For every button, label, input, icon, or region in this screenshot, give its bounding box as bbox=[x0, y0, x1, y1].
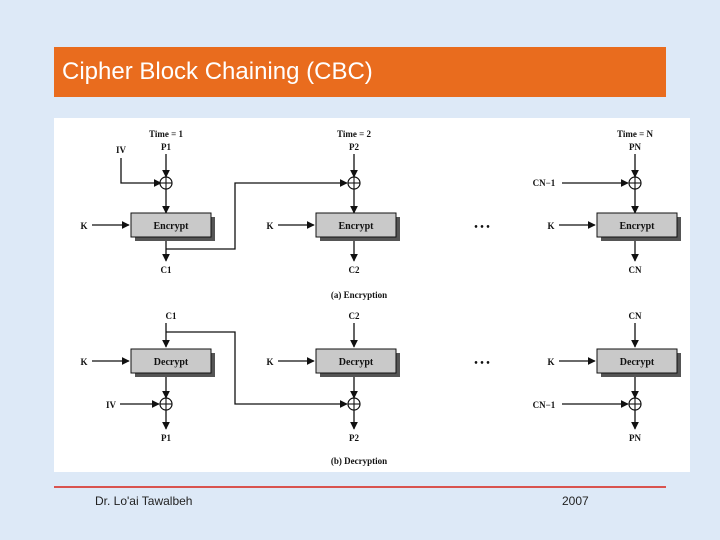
slide-title: Cipher Block Chaining (CBC) bbox=[62, 58, 373, 85]
dec-xor-1 bbox=[159, 397, 173, 411]
decrypt-label-2: Decrypt bbox=[339, 357, 374, 368]
enc-ellipsis: • • • bbox=[474, 222, 490, 233]
enc-chain-feedback bbox=[166, 179, 348, 250]
dec-key-label-1: K bbox=[80, 357, 87, 367]
decrypt-block-2 bbox=[315, 348, 397, 374]
footer-divider bbox=[54, 486, 666, 488]
enc-key-label-2: K bbox=[266, 221, 273, 231]
enc-key-label-n: K bbox=[547, 221, 554, 231]
dec-chain-feedback bbox=[166, 331, 348, 408]
enc-ciphertext-2: C2 bbox=[349, 265, 360, 275]
encrypt-label-2: Encrypt bbox=[339, 221, 375, 232]
dec-ciphertext-1: C1 bbox=[166, 311, 177, 321]
decrypt-block-n bbox=[596, 348, 678, 374]
dec-plaintext-n: PN bbox=[629, 433, 641, 443]
dec-key-label-n: K bbox=[547, 357, 554, 367]
enc-plaintext-n: PN bbox=[629, 142, 641, 152]
footer-year: 2007 bbox=[562, 494, 589, 508]
decrypt-label-1: Decrypt bbox=[154, 357, 189, 368]
caption-encryption: (a) Encryption bbox=[331, 290, 387, 300]
encrypt-block-2 bbox=[315, 212, 397, 238]
dec-prev-cipher-label: CN−1 bbox=[533, 400, 556, 410]
dec-ciphertext-2: C2 bbox=[349, 311, 360, 321]
enc-key-label-1: K bbox=[80, 221, 87, 231]
encrypt-block-n bbox=[596, 212, 678, 238]
slide-title-bar: Cipher Block Chaining (CBC) bbox=[54, 47, 666, 97]
time-label-n: Time = N bbox=[617, 129, 653, 139]
cbc-diagram: Time = 1 Time = 2 Time = N P1 P2 PN IV bbox=[54, 118, 690, 472]
encrypt-block-1 bbox=[130, 212, 212, 238]
dec-ciphertext-n: CN bbox=[629, 311, 642, 321]
enc-xor-2 bbox=[347, 176, 361, 190]
dec-plaintext-2: P2 bbox=[349, 433, 359, 443]
encrypt-label-1: Encrypt bbox=[154, 221, 190, 232]
footer-author: Dr. Lo'ai Tawalbeh bbox=[95, 494, 193, 508]
dec-ellipsis: • • • bbox=[474, 358, 490, 369]
decrypt-block-1 bbox=[130, 348, 212, 374]
time-label-1: Time = 1 bbox=[149, 129, 183, 139]
enc-iv-label: IV bbox=[116, 145, 127, 155]
caption-decryption: (b) Decryption bbox=[331, 456, 387, 466]
enc-iv-arrow bbox=[120, 158, 162, 187]
cbc-diagram-svg: Time = 1 Time = 2 Time = N P1 P2 PN IV bbox=[80, 129, 681, 466]
dec-plaintext-1: P1 bbox=[161, 433, 171, 443]
decrypt-label-n: Decrypt bbox=[620, 357, 655, 368]
time-label-2: Time = 2 bbox=[337, 129, 371, 139]
dec-xor-n bbox=[628, 397, 642, 411]
enc-xor-n bbox=[628, 176, 642, 190]
enc-prev-cipher-label: CN−1 bbox=[533, 178, 556, 188]
dec-key-label-2: K bbox=[266, 357, 273, 367]
dec-xor-2 bbox=[347, 397, 361, 411]
enc-xor-1 bbox=[159, 176, 173, 190]
enc-ciphertext-n: CN bbox=[629, 265, 642, 275]
encrypt-label-n: Encrypt bbox=[620, 221, 656, 232]
enc-plaintext-2: P2 bbox=[349, 142, 359, 152]
enc-ciphertext-1: C1 bbox=[161, 265, 172, 275]
enc-plaintext-1: P1 bbox=[161, 142, 171, 152]
dec-iv-label: IV bbox=[106, 400, 117, 410]
